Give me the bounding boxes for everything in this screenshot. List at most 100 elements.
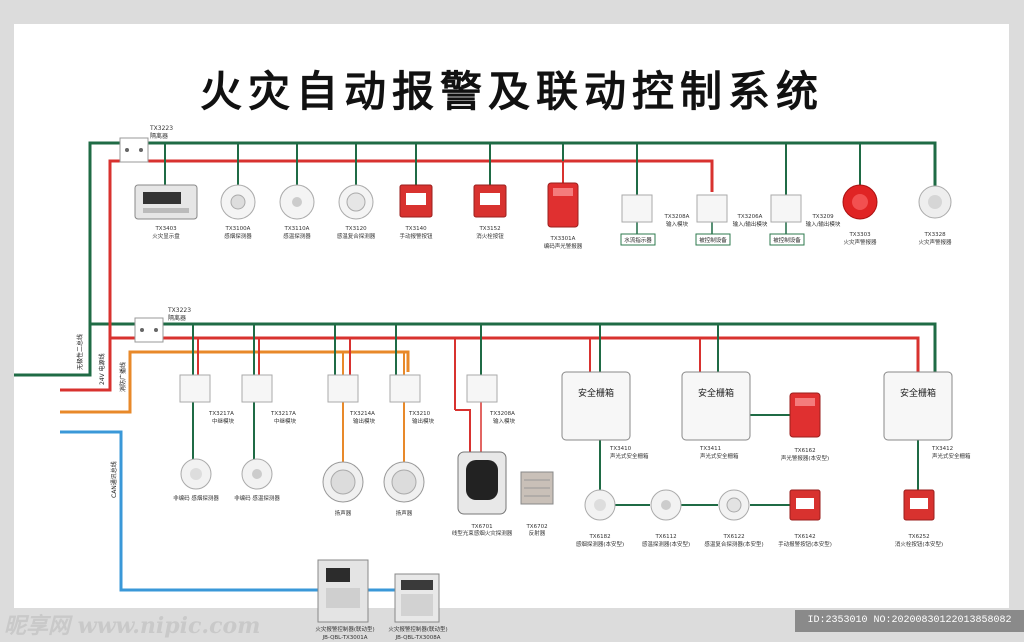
svg-text:TX3411: TX3411 xyxy=(699,446,721,452)
svg-text:输入模块: 输入模块 xyxy=(493,417,516,425)
svg-text:TX6252: TX6252 xyxy=(907,534,929,540)
svg-text:火灾声警报器: 火灾声警报器 xyxy=(918,238,952,246)
svg-text:TX6702: TX6702 xyxy=(525,524,547,530)
svg-text:被控制设备: 被控制设备 xyxy=(773,236,801,244)
beam-smoke-detector xyxy=(457,451,507,515)
watermark: 昵享网 www.nipic.com xyxy=(4,613,261,639)
bus-labels: 无极性二总线 24V 电源线 消防广播线 CAN通讯总线 xyxy=(76,334,127,498)
ex-manual-call-point xyxy=(789,489,821,521)
svg-text:JB-QBL-TX3008A: JB-QBL-TX3008A xyxy=(394,635,440,641)
svg-text:TX3303: TX3303 xyxy=(848,232,871,238)
svg-text:输入/输出模块: 输入/输出模块 xyxy=(733,220,768,228)
svg-text:TX3410: TX3410 xyxy=(609,446,632,452)
page-title: 火灾自动报警及联动控制系统 xyxy=(199,67,824,116)
svg-text:TX3403: TX3403 xyxy=(154,226,177,232)
svg-text:消火栓按钮(本安型): 消火栓按钮(本安型) xyxy=(895,540,943,548)
isolator-2-code: TX3223 xyxy=(167,307,191,314)
svg-text:JB-QBL-TX3001A: JB-QBL-TX3001A xyxy=(321,635,367,641)
ex-smoke-detector xyxy=(584,489,616,521)
ex-sound-light-alarm xyxy=(789,392,821,438)
svg-text:TX3217A: TX3217A xyxy=(270,411,296,417)
svg-text:火灾声警报器: 火灾声警报器 xyxy=(843,238,877,246)
row2-device-labels: 非编码 感烟探测器 非编码 感温探测器 扬声器 扬声器 xyxy=(173,494,413,517)
svg-text:TX3110A: TX3110A xyxy=(284,226,310,232)
isolator-2: TX3223 隔离器 xyxy=(134,307,191,343)
signal-bus-label: 无极性二总线 xyxy=(76,334,84,370)
svg-text:中继模块: 中继模块 xyxy=(212,417,235,425)
svg-text:输出模块: 输出模块 xyxy=(412,417,435,425)
input-module xyxy=(621,194,653,223)
svg-text:反射器: 反射器 xyxy=(529,529,546,537)
row2-modules xyxy=(179,374,498,403)
fire-sounder-red xyxy=(842,184,878,220)
ex-composite-detector xyxy=(718,489,750,521)
sound-light-alarm xyxy=(547,182,579,228)
svg-text:安全栅箱: 安全栅箱 xyxy=(698,387,734,399)
svg-text:感烟探测器: 感烟探测器 xyxy=(224,232,252,240)
svg-text:TX3209: TX3209 xyxy=(811,214,834,220)
svg-text:安全栅箱: 安全栅箱 xyxy=(900,387,936,399)
controlled-device-box-2: 被控制设备 xyxy=(769,233,805,246)
svg-text:TX3412: TX3412 xyxy=(931,446,953,452)
svg-text:感温复合探测器: 感温复合探测器 xyxy=(337,232,376,240)
svg-text:编码声光警报器: 编码声光警报器 xyxy=(544,242,583,250)
svg-text:线型光束感烟火灾探测器: 线型光束感烟火灾探测器 xyxy=(452,529,513,537)
svg-text:火灾报警控制器(联动型): 火灾报警控制器(联动型) xyxy=(315,625,374,633)
svg-text:感温复合探测器(本安型): 感温复合探测器(本安型) xyxy=(704,540,763,548)
non-coded-heat-detector xyxy=(241,458,273,490)
svg-text:火灾报警控制器(联动型): 火灾报警控制器(联动型) xyxy=(388,625,447,633)
manual-call-point xyxy=(399,184,433,218)
controlled-device-box-1: 被控制设备 xyxy=(695,233,731,246)
svg-text:TX3214A: TX3214A xyxy=(349,411,375,417)
svg-text:非编码 感烟探测器: 非编码 感烟探测器 xyxy=(173,494,219,502)
svg-text:扬声器: 扬声器 xyxy=(335,509,352,517)
svg-text:火灾显示盘: 火灾显示盘 xyxy=(152,232,180,240)
ex-heat-detector xyxy=(650,489,682,521)
speaker-2 xyxy=(383,461,425,503)
can-bus xyxy=(60,430,318,592)
can-bus-label: CAN通讯总线 xyxy=(110,461,118,498)
svg-text:水流指示器: 水流指示器 xyxy=(624,236,652,244)
speaker-1 xyxy=(322,461,364,503)
svg-text:TX6122: TX6122 xyxy=(722,534,744,540)
smoke-detector xyxy=(220,184,256,220)
isolator-1: TX3223 隔离器 xyxy=(119,125,173,163)
svg-text:手动报警按钮: 手动报警按钮 xyxy=(399,232,433,240)
broadcast-bus-label: 消防广播线 xyxy=(119,362,127,392)
io-module-1 xyxy=(696,194,728,223)
svg-text:TX6162: TX6162 xyxy=(793,448,815,454)
svg-text:声光式安全栅箱: 声光式安全栅箱 xyxy=(610,452,649,460)
diagram-panel xyxy=(14,24,1009,608)
svg-text:声光警报器(本安型): 声光警报器(本安型) xyxy=(781,454,829,462)
svg-text:感烟探测器(本安型): 感烟探测器(本安型) xyxy=(576,540,624,548)
isolator-1-code: TX3223 xyxy=(149,125,173,132)
svg-text:TX3217A: TX3217A xyxy=(208,411,234,417)
water-flow-indicator-box: 水流指示器 xyxy=(620,233,656,246)
svg-text:非编码 感温探测器: 非编码 感温探测器 xyxy=(234,494,280,502)
svg-text:TX6182: TX6182 xyxy=(588,534,610,540)
svg-text:TX3208A: TX3208A xyxy=(489,411,515,417)
power-bus-label: 24V 电源线 xyxy=(98,353,106,385)
svg-text:手动报警按钮(本安型): 手动报警按钮(本安型) xyxy=(778,540,832,548)
fire-display-panel xyxy=(134,184,198,220)
safety-box-3: 安全栅箱 TX3412 声光式安全栅箱 xyxy=(883,371,971,460)
safety-box-1: 安全栅箱 TX3410 声光式安全栅箱 xyxy=(561,371,649,460)
svg-text:TX6701: TX6701 xyxy=(470,524,492,530)
ex-hydrant-button xyxy=(903,489,935,521)
svg-text:安全栅箱: 安全栅箱 xyxy=(578,387,614,399)
fire-sounder-white xyxy=(918,185,952,219)
heat-detector xyxy=(279,184,315,220)
svg-text:输入模块: 输入模块 xyxy=(666,220,689,228)
beam-reflector xyxy=(520,471,554,505)
isolator-2-name: 隔离器 xyxy=(168,314,186,322)
svg-text:消火栓按钮: 消火栓按钮 xyxy=(476,232,504,240)
non-coded-smoke-detector xyxy=(180,458,212,490)
broadcast-bus xyxy=(60,350,410,414)
svg-text:TX6142: TX6142 xyxy=(793,534,815,540)
svg-text:感温探测器: 感温探测器 xyxy=(283,232,311,240)
svg-text:TX3120: TX3120 xyxy=(344,226,367,232)
